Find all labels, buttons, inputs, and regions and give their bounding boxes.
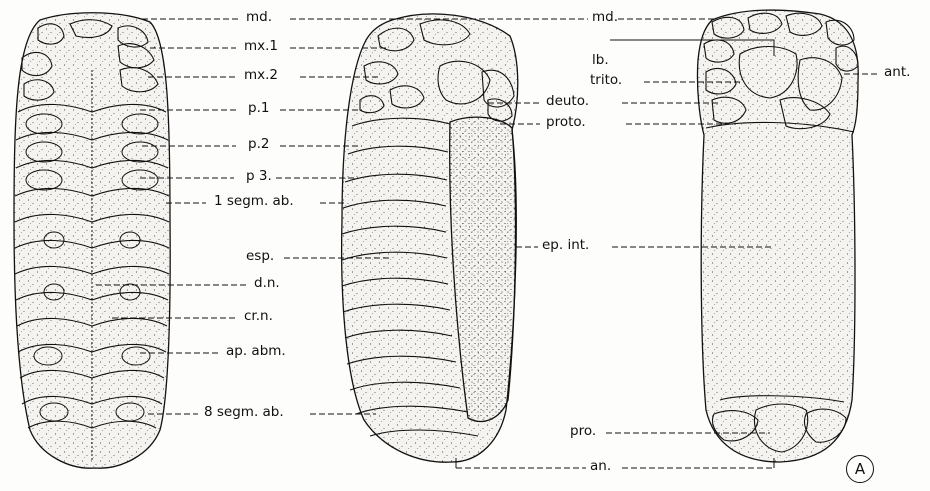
label-lb: lb. — [592, 54, 609, 68]
label-pro: pro. — [570, 425, 596, 439]
embryo-lateral — [342, 14, 518, 462]
label-deuto: deuto. — [546, 95, 589, 109]
label-p1: p.1 — [248, 102, 269, 116]
embryo-ventral — [14, 13, 170, 468]
embryo-dorsal — [697, 10, 858, 462]
label-segm1: 1 segm. ab. — [214, 195, 294, 209]
label-p3: p 3. — [246, 170, 272, 184]
label-epint: ep. int. — [542, 239, 589, 253]
label-proto: proto. — [546, 116, 586, 130]
label-dn: d.n. — [254, 277, 280, 291]
label-mx1: mx.1 — [244, 40, 278, 54]
label-segm8: 8 segm. ab. — [204, 406, 284, 420]
label-mx2: mx.2 — [244, 69, 278, 83]
label-trito: trito. — [590, 74, 622, 88]
label-p2: p.2 — [248, 138, 269, 152]
label-an: an. — [590, 460, 611, 474]
label-ant: ant. — [884, 66, 910, 80]
label-md-left: md. — [246, 11, 272, 25]
label-esp: esp. — [246, 250, 274, 264]
label-apabm: ap. abm. — [226, 345, 286, 359]
label-md-right: md. — [592, 11, 618, 25]
label-crn: cr.n. — [244, 310, 273, 324]
panel-letter: A — [846, 455, 874, 483]
